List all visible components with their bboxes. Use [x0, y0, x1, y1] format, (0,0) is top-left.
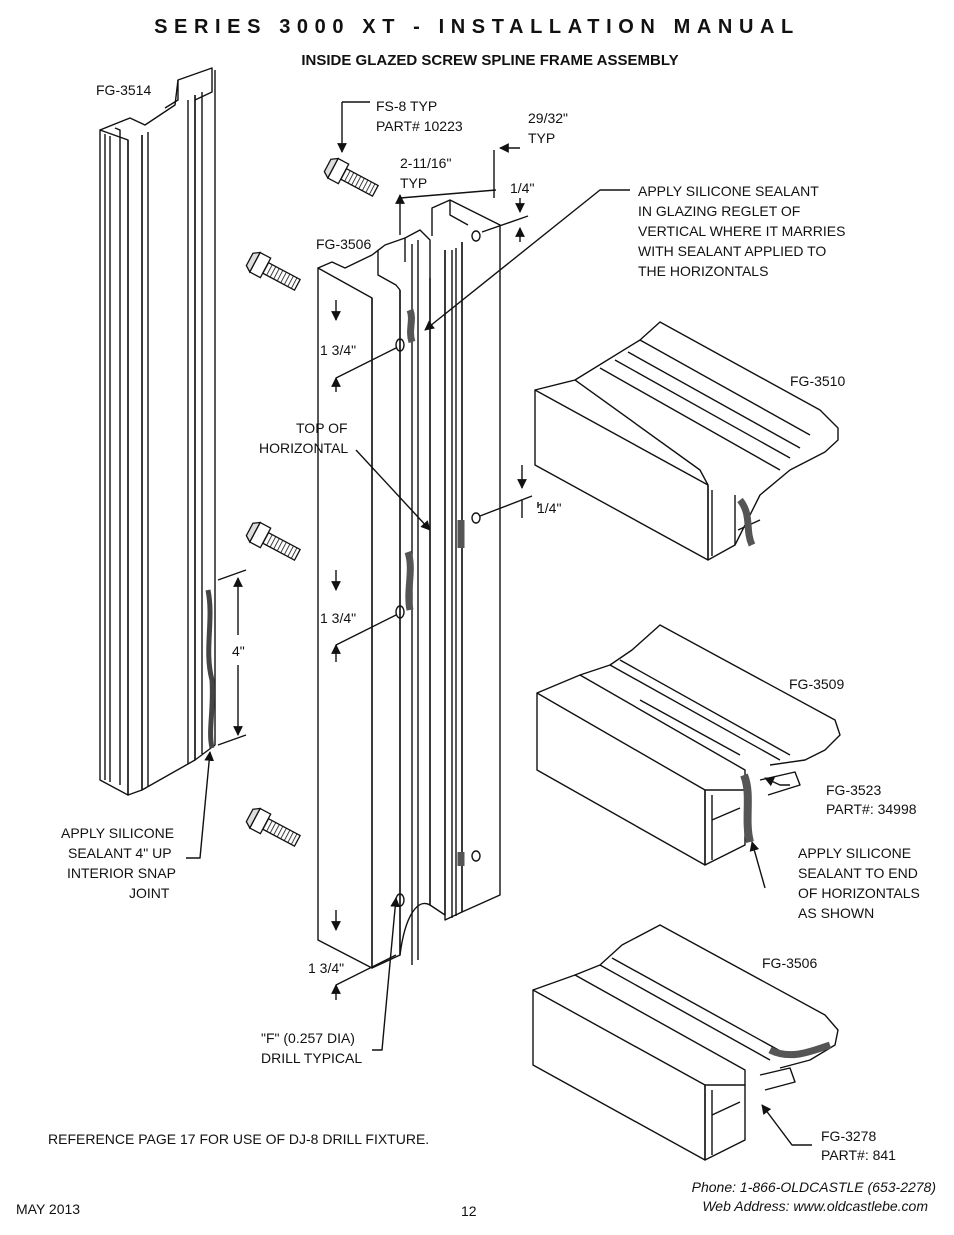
- screw-icon: [245, 807, 302, 847]
- sealant-bead: [737, 497, 756, 547]
- label-dim-quarter-top: 1/4": [510, 180, 535, 196]
- note-end-horizontals-line-1: APPLY SILICONE: [798, 845, 912, 861]
- note-end-horizontals-line-2: SEALANT TO END: [798, 865, 918, 881]
- note-glazing-reglet-line-1: APPLY SILICONE SEALANT: [638, 183, 819, 199]
- label-fs8-part: PART# 10223: [376, 118, 463, 134]
- reference-note: REFERENCE PAGE 17 FOR USE OF DJ-8 DRILL …: [48, 1131, 430, 1147]
- horizontal-fg3506: [532, 924, 839, 1161]
- label-fg3509: FG-3509: [789, 676, 845, 692]
- screw-icon: [245, 521, 302, 561]
- label-top-of-horizontal-2: HORIZONTAL: [259, 440, 349, 456]
- screw-icon: [323, 157, 380, 197]
- note-end-horizontals-line-3: OF HORIZONTALS: [798, 885, 920, 901]
- footer-web: Web Address: www.oldcastlebe.com: [702, 1198, 928, 1214]
- note-glazing-reglet-line-4: WITH SEALANT APPLIED TO: [638, 243, 827, 259]
- label-dim-1-3-4-c: 1 3/4": [308, 960, 345, 976]
- horizontal-fg3509: [536, 624, 841, 866]
- note-snap-joint-line-4: JOINT: [129, 885, 170, 901]
- footer-page-number: 12: [461, 1203, 477, 1219]
- label-fg3278: FG-3278: [821, 1128, 877, 1144]
- note-glazing-reglet-line-5: THE HORIZONTALS: [638, 263, 769, 279]
- sealant-bead: [740, 773, 754, 844]
- label-fg3523-part: PART#: 34998: [826, 801, 917, 817]
- label-dim-2-11-16-typ: TYP: [400, 175, 428, 191]
- label-fg3523: FG-3523: [826, 782, 882, 798]
- label-dim-4: 4": [232, 643, 245, 659]
- footer-date: MAY 2013: [16, 1201, 81, 1217]
- label-fg3506-vertical: FG-3506: [316, 236, 372, 252]
- sealant-bead: [768, 1041, 832, 1059]
- page-title: SERIES 3000 XT - INSTALLATION MANUAL: [154, 16, 800, 38]
- label-fg3506-horizontal: FG-3506: [762, 955, 818, 971]
- label-dim-quarter-mid: 1/4": [537, 500, 562, 516]
- screw-icon: [245, 251, 302, 291]
- label-fg3514: FG-3514: [96, 82, 152, 98]
- sealant-bead: [205, 589, 215, 749]
- label-fg3278-part: PART#: 841: [821, 1147, 896, 1163]
- horizontal-fg3510: [534, 321, 839, 561]
- note-glazing-reglet-line-3: VERTICAL WHERE IT MARRIES: [638, 223, 846, 239]
- label-dim-29-32: 29/32": [528, 110, 569, 126]
- vertical-mullion-fg3514: [99, 67, 216, 796]
- footer-phone: Phone: 1-866-OLDCASTLE (653-2278): [691, 1179, 936, 1195]
- page-subtitle: INSIDE GLAZED SCREW SPLINE FRAME ASSEMBL…: [301, 52, 679, 69]
- label-dim-1-3-4-a: 1 3/4": [320, 342, 357, 358]
- label-dim-2-11-16: 2-11/16": [400, 155, 452, 171]
- note-snap-joint-line-2: SEALANT 4" UP: [68, 845, 172, 861]
- drill-note-line-2: DRILL TYPICAL: [261, 1050, 363, 1066]
- note-end-horizontals-line-4: AS SHOWN: [798, 905, 875, 921]
- drill-note-line-1: "F" (0.257 DIA): [261, 1030, 355, 1046]
- note-glazing-reglet-line-2: IN GLAZING REGLET OF: [638, 203, 801, 219]
- sealant-bead: [406, 308, 416, 344]
- label-fs8: FS-8 TYP: [376, 98, 438, 114]
- note-snap-joint-line-3: INTERIOR SNAP: [67, 865, 176, 881]
- sealant-bead: [404, 550, 414, 611]
- label-dim-1-3-4-b: 1 3/4": [320, 610, 357, 626]
- label-fg3510: FG-3510: [790, 373, 846, 389]
- note-snap-joint-line-1: APPLY SILICONE: [61, 825, 175, 841]
- label-dim-29-32-typ: TYP: [528, 130, 556, 146]
- label-top-of-horizontal-1: TOP OF: [296, 420, 348, 436]
